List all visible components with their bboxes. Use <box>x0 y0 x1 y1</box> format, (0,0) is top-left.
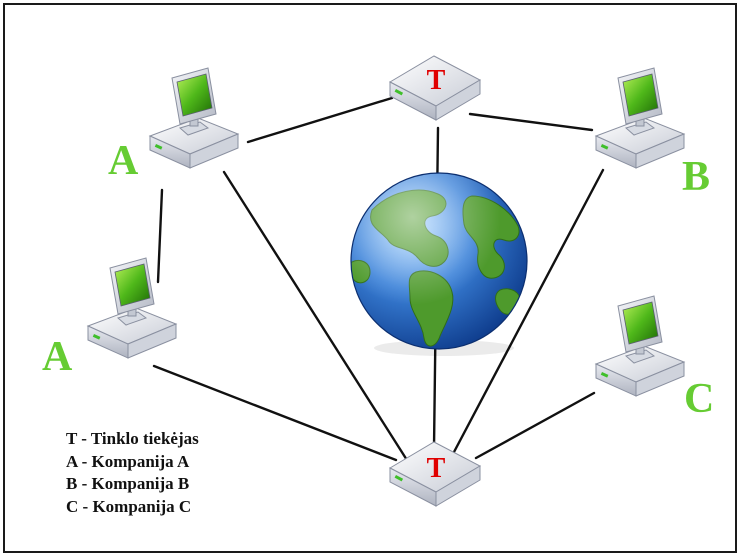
link-a2-hubbottom <box>152 364 398 462</box>
link-a1-hubtop <box>246 96 394 144</box>
router-top-label: T <box>427 65 446 96</box>
globe-icon <box>350 172 528 356</box>
link-hubtop-b <box>468 112 594 132</box>
legend: T - Tinklo tiekėjas A - Kompanija A B - … <box>66 428 199 518</box>
node-label-a2: A <box>42 334 73 380</box>
legend-item-company-c: C - Kompanija C <box>66 496 192 516</box>
router-bottom-label: T <box>427 453 446 484</box>
legend-item-company-a: A - Kompanija A <box>66 451 190 471</box>
link-c-hubbottom <box>474 391 596 460</box>
router-bottom: T <box>389 441 481 507</box>
computer-icon <box>87 257 177 359</box>
node-label-b: B <box>682 154 710 200</box>
computer-b <box>595 67 685 169</box>
node-label-c: C <box>684 376 714 422</box>
legend-item-company-b: B - Kompanija B <box>66 474 190 493</box>
link-a1-a2 <box>156 188 164 284</box>
link-a1-hubbottom <box>222 170 414 470</box>
node-label-a1: A <box>108 138 139 184</box>
link-b-hubbottom <box>452 168 605 454</box>
computer-icon <box>595 67 685 169</box>
computer-a2 <box>87 257 177 359</box>
computer-a1 <box>149 67 239 169</box>
computer-icon <box>149 67 239 169</box>
legend-item-provider: T - Tinklo tiekėjas <box>66 429 199 448</box>
computer-icon <box>595 295 685 397</box>
router-top: T <box>389 55 481 121</box>
computer-c <box>595 295 685 397</box>
